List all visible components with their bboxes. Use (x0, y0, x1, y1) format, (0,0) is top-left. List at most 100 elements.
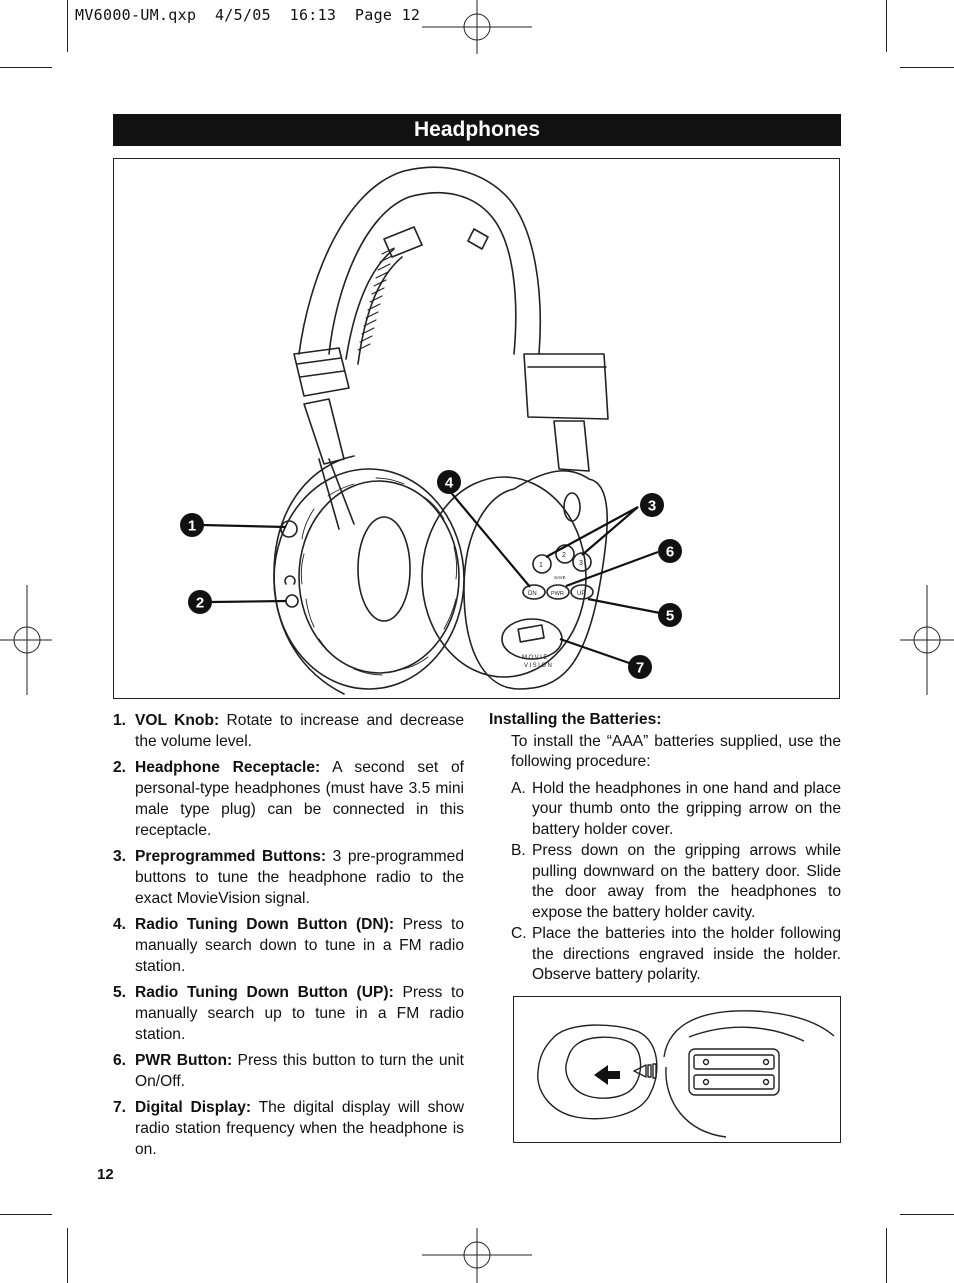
crop-mark-tr-v (886, 0, 887, 52)
step-letter: A. (511, 779, 526, 797)
preset-1-label: 1 (539, 562, 543, 569)
feature-number: 7. (113, 1099, 127, 1116)
svg-text:5: 5 (666, 608, 674, 625)
feature-description: The digital display will show radio stat… (135, 1099, 464, 1158)
feature-term: Radio Tuning Down Button (UP): (135, 984, 394, 1001)
left-earcup (273, 468, 465, 690)
feature-term: Radio Tuning Down Button (DN): (135, 916, 395, 933)
callout-2: 2 (188, 590, 212, 614)
step-text: Press down on the gripping arrows while … (532, 842, 841, 921)
feature-item: 5. Radio Tuning Down Button (UP): Press … (113, 982, 464, 1045)
step-text: Place the batteries into the holder foll… (532, 925, 841, 983)
up-label: UP (577, 591, 585, 597)
registration-mark-top (422, 0, 532, 54)
crop-mark-bl-v (67, 1228, 68, 1283)
battery-door (537, 1024, 658, 1120)
feature-description: Press to manually search down to tune in… (135, 916, 464, 975)
battery-cavity (688, 1048, 780, 1096)
callout-3: 3 (640, 493, 664, 517)
battery-instructions: Installing the Batteries: To install the… (489, 710, 841, 987)
step-letter: C. (511, 925, 527, 942)
callout-4: 4 (437, 470, 461, 494)
feature-list: 1. VOL Knob: Rotate to increase and decr… (113, 710, 464, 1165)
crop-mark-bl-h (0, 1214, 52, 1215)
feature-item: 1. VOL Knob: Rotate to increase and decr… (113, 710, 464, 752)
feature-description: 3 pre-programmed buttons to tune the hea… (135, 848, 464, 907)
battery-step: C. Place the batteries into the holder f… (489, 924, 841, 986)
right-earcup-cushion (421, 476, 587, 678)
page-number: 12 (97, 1166, 114, 1183)
preset-2-label: 2 (562, 552, 566, 559)
feature-number: 2. (113, 759, 127, 776)
feature-term: VOL Knob: (135, 712, 220, 729)
svg-text:6: 6 (666, 544, 674, 561)
save-label: SAVE (554, 575, 566, 580)
leader-line-6 (565, 550, 659, 588)
feature-term: Preprogrammed Buttons: (135, 848, 327, 865)
feature-number: 1. (113, 712, 127, 729)
battery-figure (513, 996, 841, 1143)
feature-item: 6. PWR Button: Press this button to turn… (113, 1050, 464, 1092)
battery-illustration (537, 1010, 835, 1138)
headband (298, 166, 542, 355)
crop-mark-tl-h (0, 67, 52, 68)
feature-number: 4. (113, 916, 127, 933)
leader-line-1 (201, 523, 287, 529)
crop-mark-br-h (900, 1214, 954, 1215)
feature-description: Press this button to turn the unit On/Of… (135, 1052, 464, 1090)
registration-mark-right (900, 585, 954, 695)
feature-description: A second set of personal-type headphones… (135, 759, 464, 839)
feature-item: 2. Headphone Receptacle: A second set of… (113, 757, 464, 841)
battery-housing (663, 1010, 835, 1058)
registration-mark-bottom (422, 1228, 532, 1283)
step-letter: B. (511, 842, 526, 859)
callout-7: 7 (628, 655, 652, 679)
grip-arrow-icon (594, 1065, 620, 1085)
feature-item: 3. Preprogrammed Buttons: 3 pre-programm… (113, 846, 464, 909)
feature-term: Digital Display: (135, 1099, 252, 1116)
svg-text:4: 4 (445, 475, 454, 492)
callout-1: 1 (180, 513, 204, 537)
feature-number: 6. (113, 1052, 127, 1069)
preset-3-label: 3 (579, 560, 583, 567)
crop-mark-tr-h (900, 67, 954, 68)
registration-mark-left (0, 585, 52, 695)
feature-item: 7. Digital Display: The digital display … (113, 1097, 464, 1160)
right-earcup-shell (463, 470, 608, 690)
feature-item: 4. Radio Tuning Down Button (DN): Press … (113, 914, 464, 977)
leader-line-4 (447, 488, 531, 588)
section-title: Headphones (413, 118, 541, 141)
leader-line-7 (559, 637, 633, 666)
headphone-figure: 1 2 3 DN PWR UP SAVE MOVIE VISION 1 (113, 158, 840, 699)
crop-mark-tl-v (67, 0, 68, 52)
leader-line-3a (545, 506, 639, 558)
leader-line-5 (587, 597, 661, 615)
feature-term: PWR Button: (135, 1052, 233, 1069)
brand-vision: VISION (524, 663, 553, 669)
step-text: Hold the headphones in one hand and plac… (532, 779, 841, 838)
feature-description: Rotate to increase and decrease the volu… (135, 712, 465, 750)
pwr-label: PWR (551, 591, 564, 597)
dn-label: DN (528, 591, 537, 597)
leader-line-3b (581, 506, 639, 556)
callout-6: 6 (658, 539, 682, 563)
crop-mark-br-v (886, 1228, 887, 1283)
print-slug: MV6000-UM.qxp 4/5/05 16:13 Page 12 (75, 6, 421, 24)
brand-movie: MOVIE (522, 655, 549, 661)
svg-text:2: 2 (196, 595, 204, 612)
battery-step: A. Hold the headphones in one hand and p… (489, 779, 841, 841)
callout-5: 5 (658, 603, 682, 627)
feature-term: Headphone Receptacle: (135, 759, 321, 776)
svg-text:1: 1 (188, 518, 196, 535)
svg-text:3: 3 (648, 498, 656, 515)
svg-text:7: 7 (636, 660, 644, 677)
battery-step: B. Press down on the gripping arrows whi… (489, 841, 841, 923)
right-sleeve (523, 353, 609, 420)
section-title-bar: Headphones (113, 114, 841, 146)
feature-number: 5. (113, 984, 127, 1001)
headphone-illustration: 1 2 3 DN PWR UP SAVE MOVIE VISION 1 (180, 166, 682, 695)
battery-heading: Installing the Batteries: (489, 711, 662, 728)
leader-line-2 (211, 599, 287, 604)
left-sleeve (293, 347, 350, 397)
feature-description: Press to manually search up to tune in a… (135, 984, 464, 1043)
